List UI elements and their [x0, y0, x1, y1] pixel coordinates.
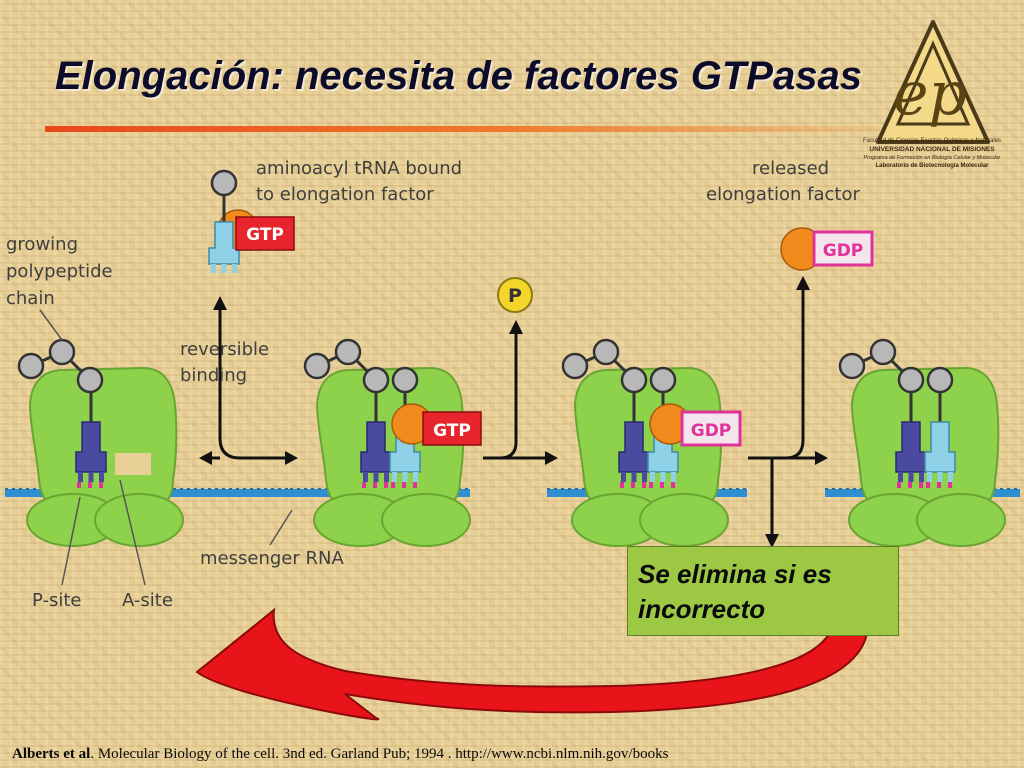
ef-release-arrow [748, 286, 818, 538]
big-red-return-arrow [195, 607, 870, 721]
logo-university-text: UNIVERSIDAD NACIONAL DE MISIONES [869, 146, 995, 153]
gtp-hydrolysis-arrow [483, 330, 548, 460]
ribosome-stage-1 [17, 338, 184, 547]
label-growing-polypeptide: growing polypeptide chain [6, 234, 118, 309]
citation-footer: Alberts et al. Molecular Biology of the … [12, 746, 668, 763]
leader-asite [119, 479, 146, 586]
arrowhead-up [213, 296, 227, 310]
logo-lab-text: Laboratorio de Biotecnología Molecular [875, 163, 989, 169]
logo-faculty-text: Facultad de Ciencias Exactas Químicas y … [862, 138, 1002, 144]
svg-text:ep: ep [893, 59, 967, 129]
arrowhead-up [796, 276, 810, 290]
university-logo: ep [876, 20, 990, 144]
leader-messenger [269, 509, 293, 546]
slide-title: Elongación: necesita de factores GTPasas [55, 54, 862, 98]
phosphate-label: P [508, 285, 522, 307]
ribosome-stage-4 [838, 338, 1006, 547]
label-released-ef: released elongation factor [706, 158, 860, 205]
released-ef-gdp: GDP [780, 227, 874, 271]
note-line-2: incorrecto [638, 594, 766, 624]
gtp-tag-stage-2: GTP [422, 411, 482, 446]
citation-authors: Alberts et al [12, 746, 91, 762]
gtp-label: GTP [433, 421, 471, 441]
ribosome-stage-2 [303, 338, 471, 547]
arrowhead-left [199, 451, 212, 465]
gdp-tag-stage-3: GDP [680, 410, 742, 447]
arrowhead-right [285, 451, 298, 465]
phosphate-circle: P [497, 277, 533, 313]
ribosome-stage-3 [561, 338, 729, 547]
incorrect-removal-note: Se elimina si es incorrecto [627, 546, 899, 636]
label-a-site: A-site [122, 590, 173, 611]
title-underline [45, 126, 880, 132]
gtp-label: GTP [246, 225, 284, 245]
label-p-site: P-site [32, 590, 81, 611]
gtp-tag-free: GTP [235, 216, 295, 251]
label-reversible-binding: reversible binding [180, 339, 275, 386]
note-line-1: Se elimina si es [638, 559, 832, 589]
label-aminoacyl-trna: aminoacyl tRNA bound to elongation facto… [256, 158, 468, 205]
gdp-label: GDP [691, 421, 732, 441]
logo-program-text: Programa de Formación en Biología Celula… [863, 155, 1001, 161]
arrowhead-right [815, 451, 828, 465]
leader-psite [61, 496, 81, 586]
arrowhead-down [765, 534, 779, 548]
arrowhead-right [545, 451, 558, 465]
gdp-label: GDP [823, 241, 864, 261]
label-messenger-rna: messenger RNA [200, 548, 344, 569]
leader-growing-chain [39, 309, 63, 341]
arrowhead-up [509, 320, 523, 334]
citation-text: . Molecular Biology of the cell. 3nd ed.… [90, 746, 669, 762]
